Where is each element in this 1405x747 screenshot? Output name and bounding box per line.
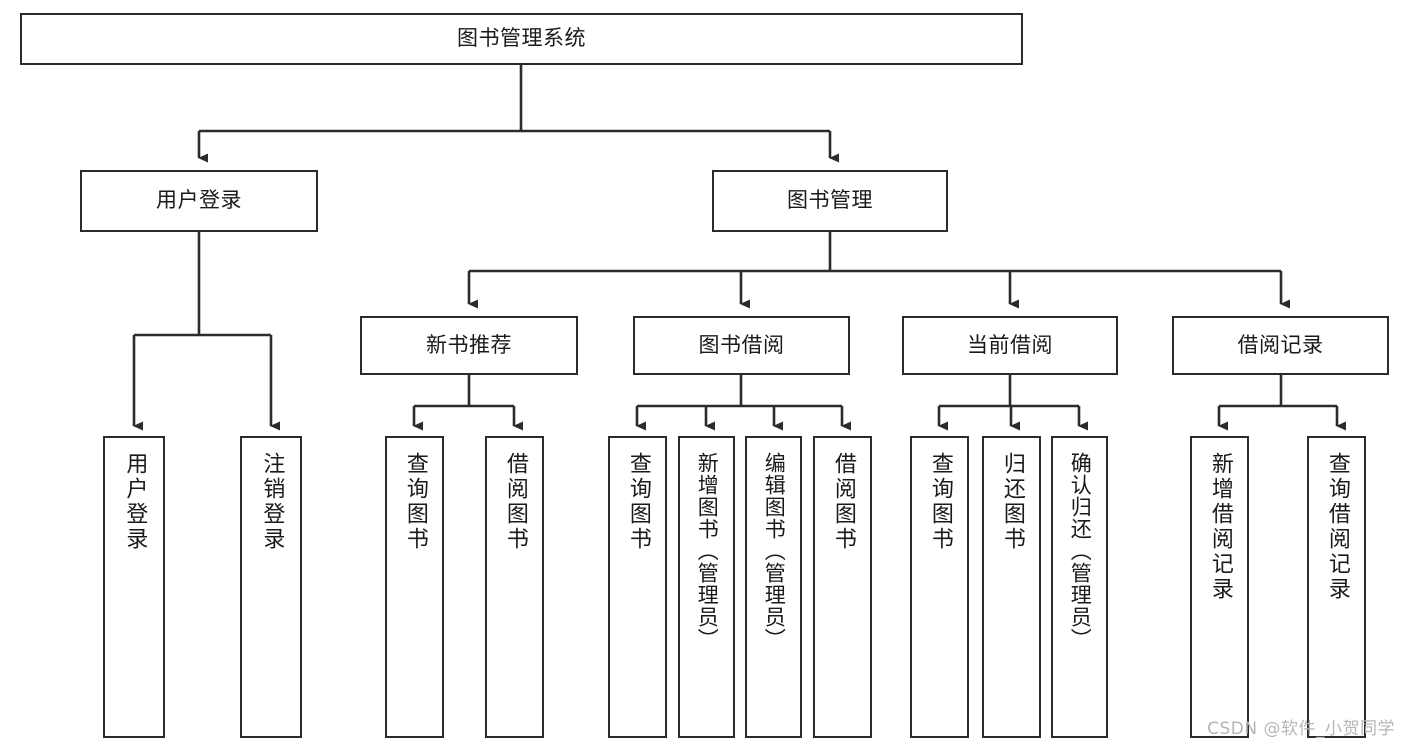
node-leaf-query-book[interactable]: 查询图书	[608, 436, 667, 738]
node-leaf-add-borrow-record[interactable]: 新增借阅记录	[1190, 436, 1249, 738]
node-user-login-label: 用户登录	[156, 188, 242, 213]
node-leaf-borrow-book-label: 借阅图书	[830, 452, 856, 552]
node-root-label: 图书管理系统	[457, 26, 586, 51]
node-leaf-logout-label: 注销登录	[259, 452, 285, 552]
node-leaf-user-login-label: 用户登录	[122, 452, 148, 552]
node-leaf-add-book-label: 新增图书（管理员）	[695, 452, 720, 650]
node-leaf-confirm-return-label: 确认归还（管理员）	[1068, 452, 1093, 650]
node-root[interactable]: 图书管理系统	[20, 13, 1023, 65]
node-leaf-add-book[interactable]: 新增图书（管理员）	[678, 436, 735, 738]
node-user-login[interactable]: 用户登录	[80, 170, 318, 232]
node-book-borrow-label: 图书借阅	[698, 332, 785, 357]
node-book-borrow[interactable]: 图书借阅	[633, 316, 850, 375]
node-current-borrow-label: 当前借阅	[967, 332, 1053, 357]
node-leaf-borrow-book-recommend[interactable]: 借阅图书	[485, 436, 544, 738]
node-leaf-query-book-current-label: 查询图书	[927, 452, 953, 552]
node-leaf-edit-book[interactable]: 编辑图书（管理员）	[745, 436, 802, 738]
node-borrow-records-label: 借阅记录	[1237, 332, 1324, 357]
node-leaf-return-book-label: 归还图书	[999, 452, 1025, 552]
node-leaf-query-book-label: 查询图书	[625, 452, 651, 552]
node-leaf-borrow-book[interactable]: 借阅图书	[813, 436, 872, 738]
node-leaf-query-book-recommend[interactable]: 查询图书	[385, 436, 444, 738]
node-leaf-confirm-return[interactable]: 确认归还（管理员）	[1051, 436, 1108, 738]
node-leaf-query-book-current[interactable]: 查询图书	[910, 436, 969, 738]
node-leaf-add-borrow-record-label: 新增借阅记录	[1207, 452, 1233, 602]
node-current-borrow[interactable]: 当前借阅	[902, 316, 1118, 375]
node-leaf-query-borrow-record-label: 查询借阅记录	[1324, 452, 1350, 602]
node-leaf-query-book-recommend-label: 查询图书	[402, 452, 428, 552]
node-leaf-logout[interactable]: 注销登录	[240, 436, 302, 738]
node-leaf-user-login[interactable]: 用户登录	[103, 436, 165, 738]
node-borrow-records[interactable]: 借阅记录	[1172, 316, 1389, 375]
node-leaf-query-borrow-record[interactable]: 查询借阅记录	[1307, 436, 1366, 738]
node-leaf-return-book[interactable]: 归还图书	[982, 436, 1041, 738]
node-new-book-recommend-label: 新书推荐	[426, 332, 512, 357]
node-new-book-recommend[interactable]: 新书推荐	[360, 316, 578, 375]
watermark-text: CSDN @软件_小贺同学	[1207, 719, 1395, 739]
node-leaf-borrow-book-recommend-label: 借阅图书	[502, 452, 528, 552]
node-leaf-edit-book-label: 编辑图书（管理员）	[762, 452, 787, 650]
node-book-manage-label: 图书管理	[787, 188, 873, 213]
node-book-manage[interactable]: 图书管理	[712, 170, 948, 232]
